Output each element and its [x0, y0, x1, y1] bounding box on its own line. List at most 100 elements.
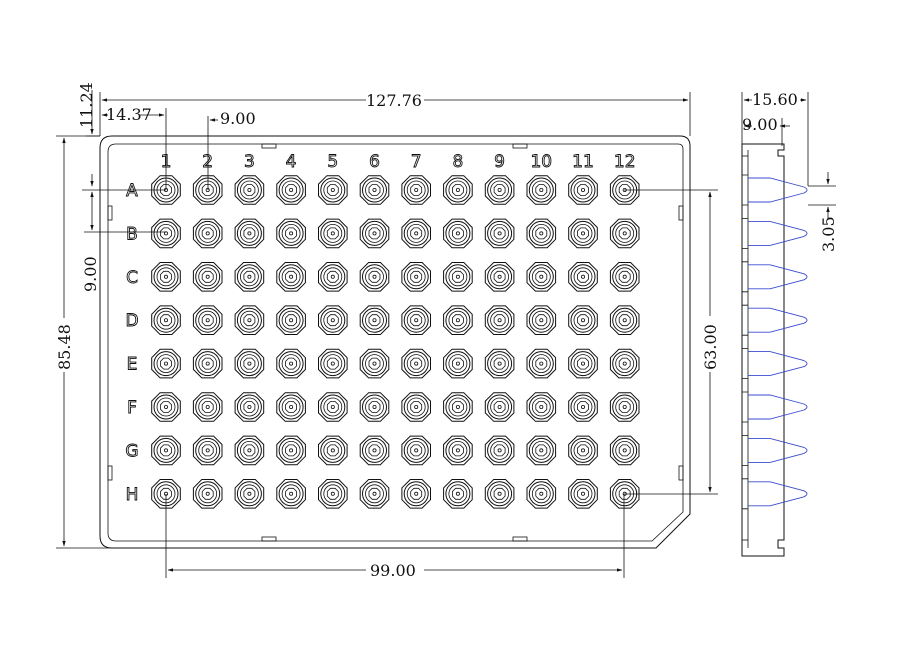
row-label: C — [126, 268, 138, 288]
well — [568, 262, 598, 292]
well-rib — [742, 261, 748, 293]
well — [443, 435, 473, 466]
well — [526, 262, 557, 292]
well — [443, 479, 473, 509]
well — [484, 392, 515, 422]
well — [234, 392, 265, 422]
well — [151, 218, 181, 249]
well — [192, 479, 223, 509]
well — [526, 305, 557, 335]
well — [151, 392, 181, 422]
well-profile — [748, 307, 808, 333]
well — [401, 305, 431, 335]
well — [318, 262, 348, 292]
well — [443, 262, 473, 292]
well — [276, 218, 306, 249]
well — [234, 479, 265, 509]
well — [318, 435, 348, 466]
dim-column-pitch: 9.00 — [220, 109, 256, 128]
column-label: 9 — [494, 152, 505, 172]
well — [318, 305, 348, 335]
column-label: 11 — [572, 152, 594, 172]
well — [609, 392, 640, 422]
well — [276, 479, 306, 509]
well — [192, 218, 223, 249]
well — [568, 348, 598, 379]
well-profile — [748, 220, 808, 246]
well — [192, 435, 223, 466]
row-label: E — [127, 355, 138, 375]
well — [401, 348, 431, 379]
well — [526, 348, 557, 379]
column-label: 10 — [530, 152, 552, 172]
well — [359, 175, 390, 205]
well — [151, 305, 181, 335]
well — [234, 435, 265, 466]
row-label: A — [126, 181, 138, 201]
well — [401, 262, 431, 292]
well — [318, 479, 348, 509]
well — [526, 435, 557, 466]
well — [359, 435, 390, 466]
well — [609, 218, 640, 249]
well — [443, 305, 473, 335]
dim-overall-length: 127.76 — [366, 91, 422, 110]
well — [276, 262, 306, 292]
well — [151, 262, 181, 292]
well-rib — [742, 174, 748, 206]
well — [609, 348, 640, 379]
row-label: B — [126, 224, 138, 244]
plate-outline — [99, 135, 691, 549]
well-rib — [742, 478, 748, 510]
well — [234, 305, 265, 335]
well — [234, 218, 265, 249]
well — [276, 392, 306, 422]
well-rib — [742, 391, 748, 423]
column-label: 7 — [411, 152, 422, 172]
well — [443, 218, 473, 249]
well — [401, 218, 431, 249]
well — [484, 262, 515, 292]
well-rib — [742, 218, 748, 249]
well — [401, 479, 431, 509]
well — [359, 348, 390, 379]
dimension-text: 127.76 14.37 9.00 11.24 9.00 85.48 63.00… — [55, 82, 838, 580]
well — [443, 392, 473, 422]
row-label: F — [127, 398, 137, 418]
dim-well-tip: 3.05 — [819, 216, 838, 252]
well-rib — [742, 304, 748, 336]
well — [192, 305, 223, 335]
well — [359, 479, 390, 509]
dim-a1-offset-y: 11.24 — [77, 82, 96, 128]
well — [484, 305, 515, 335]
well-profile — [748, 351, 808, 377]
well — [401, 175, 431, 205]
well — [484, 435, 515, 466]
column-label: 8 — [452, 152, 463, 172]
dimension-lines — [56, 90, 836, 578]
well-profile — [748, 394, 808, 420]
column-label: 4 — [286, 152, 297, 172]
well — [443, 175, 473, 205]
well-profile — [748, 437, 808, 463]
well — [192, 392, 223, 422]
row-label: D — [125, 311, 138, 331]
well — [192, 348, 223, 379]
well — [276, 305, 306, 335]
well — [151, 348, 181, 379]
dim-overall-width: 85.48 — [55, 324, 74, 370]
well — [526, 479, 557, 509]
column-label: 12 — [614, 152, 636, 172]
well — [568, 435, 598, 466]
well-rib — [742, 348, 748, 379]
well — [484, 348, 515, 379]
well — [484, 218, 515, 249]
row-label: G — [125, 441, 138, 461]
column-label: 5 — [327, 152, 338, 172]
well — [234, 175, 265, 205]
well — [401, 392, 431, 422]
well — [359, 305, 390, 335]
well — [484, 479, 515, 509]
well — [484, 175, 515, 205]
